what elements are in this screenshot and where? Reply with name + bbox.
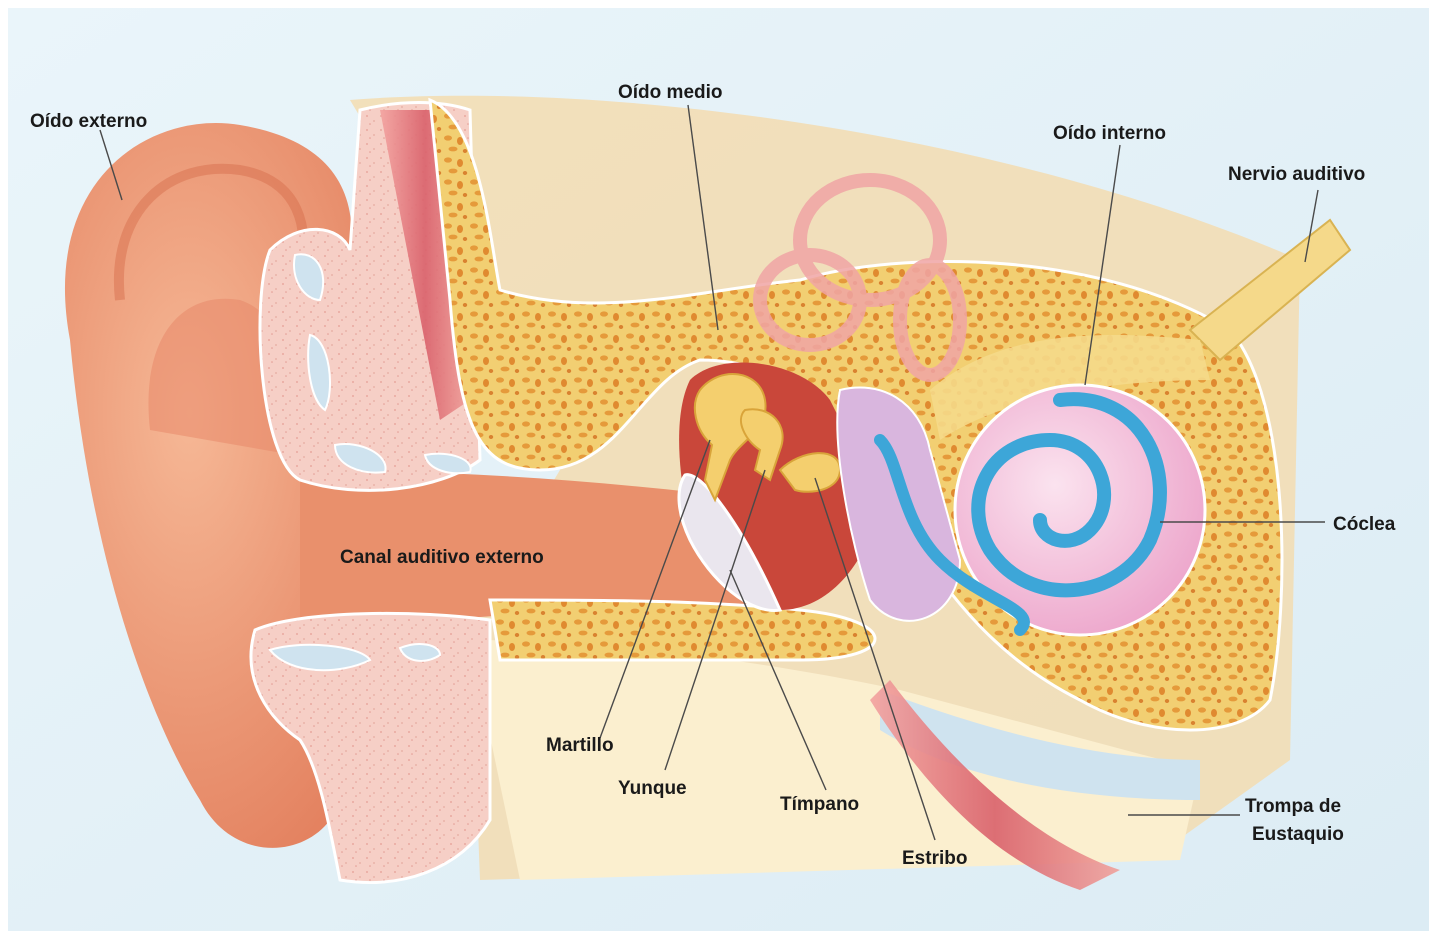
- label-trompa-line2: Eustaquio: [1252, 824, 1344, 845]
- label-martillo: Martillo: [546, 735, 614, 756]
- label-oido-externo: Oído externo: [30, 111, 147, 132]
- label-yunque: Yunque: [618, 778, 687, 799]
- label-canal-auditivo-externo: Canal auditivo externo: [340, 547, 544, 568]
- label-oido-interno: Oído interno: [1053, 123, 1166, 144]
- label-oido-medio: Oído medio: [618, 82, 723, 103]
- label-estribo: Estribo: [902, 848, 967, 869]
- label-coclea: Cóclea: [1333, 514, 1396, 535]
- label-trompa-line1: Trompa de: [1245, 796, 1341, 817]
- label-timpano: Tímpano: [780, 794, 859, 815]
- label-nervio-auditivo: Nervio auditivo: [1228, 164, 1365, 185]
